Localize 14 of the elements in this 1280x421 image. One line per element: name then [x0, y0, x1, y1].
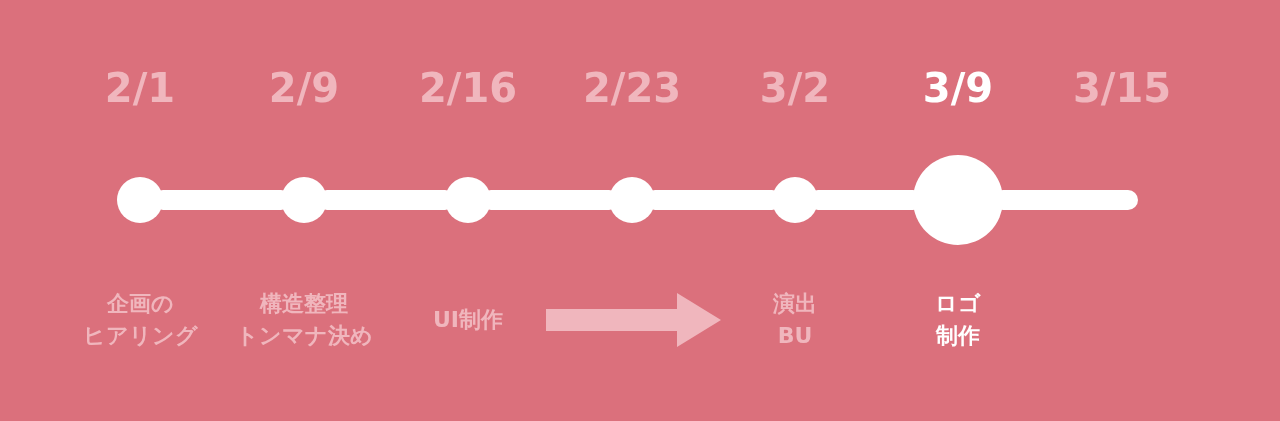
date-label: 2/23 — [581, 64, 683, 112]
date-label: 2/1 — [103, 64, 177, 112]
step-label: 企画のヒアリング — [60, 288, 220, 352]
step-label: UI制作 — [408, 304, 528, 336]
date-label: 2/16 — [417, 64, 519, 112]
step-label: 演出BU — [745, 288, 845, 352]
date-label: 3/15 — [1071, 64, 1173, 112]
step-label: ロゴ制作 — [908, 288, 1008, 352]
date-label: 2/9 — [267, 64, 341, 112]
date-label: 3/9 — [921, 64, 995, 112]
timeline-dot — [117, 177, 163, 223]
date-label: 3/2 — [758, 64, 832, 112]
step-label: 構造整理トンマナ決め — [219, 288, 389, 352]
arrow — [546, 293, 721, 347]
